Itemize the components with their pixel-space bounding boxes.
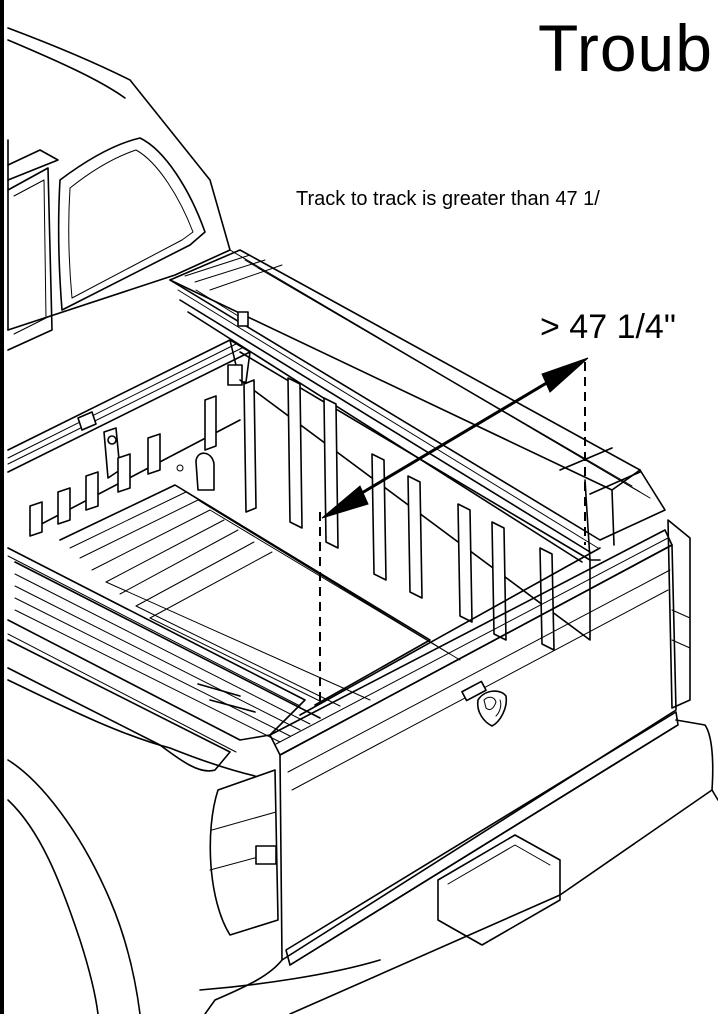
- bed-front-wall: [29, 395, 241, 537]
- double-headed-arrow-icon: [321, 357, 589, 519]
- truck-side-body: [7, 679, 256, 1014]
- measurement-label: > 47 1/4": [540, 308, 676, 346]
- rear-bumper: [199, 719, 718, 1014]
- taillight: [209, 769, 279, 936]
- truck-cab: [7, 27, 231, 351]
- clamp-hardware: [77, 411, 121, 479]
- bed-side-wall: [176, 351, 591, 651]
- tailgate: [269, 529, 679, 966]
- ram-head-emblem-icon: [476, 690, 508, 727]
- bed-front-rail: [7, 339, 251, 473]
- right-bed-rail: [169, 249, 666, 563]
- page-title: Troub: [538, 11, 713, 85]
- page-left-border: [0, 0, 4, 1014]
- bed-floor: [14, 484, 461, 743]
- dimension-extension-lines: [319, 362, 586, 705]
- instruction-caption: Track to track is greater than 47 1/: [296, 188, 600, 210]
